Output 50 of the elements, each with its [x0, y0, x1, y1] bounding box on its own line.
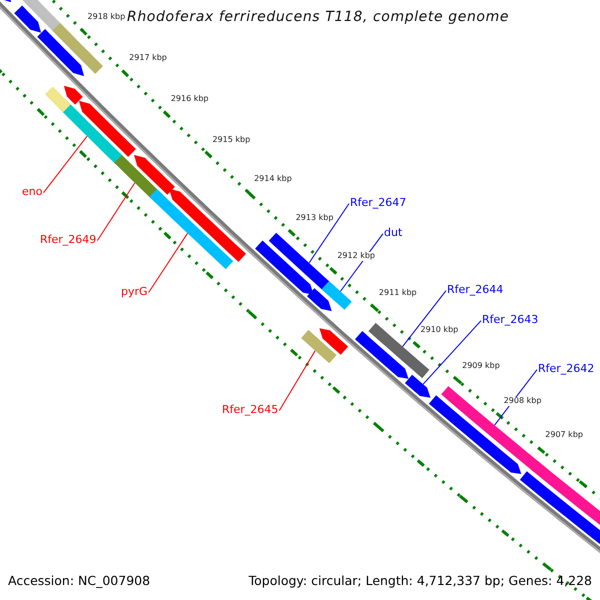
leader-line [340, 233, 384, 292]
gene-segment [255, 240, 314, 295]
footer-text: Topology: circular; Length: 4,712,337 bp; Genes: 4,228 [248, 574, 592, 588]
scale-label: 2911 kbp [378, 289, 418, 298]
gene-segment [428, 395, 522, 474]
leader-line [96, 182, 136, 242]
scale-label: 2918 kbp [86, 12, 126, 22]
leader-line [402, 290, 446, 348]
scale-label: 2917 kbp [128, 54, 168, 64]
gene-label: Rfer_2643 [482, 314, 538, 326]
leader-line [42, 136, 88, 194]
scale-label: 2909 kbp [461, 362, 501, 370]
gene-segment [404, 374, 430, 398]
gene-label: Rfer_2647 [350, 197, 406, 210]
gene-segment [14, 6, 42, 33]
gene-segment [319, 328, 348, 355]
scale-label: 2914 kbp [253, 175, 293, 184]
scale-label: 2912 kbp [336, 252, 376, 261]
gene-label: Rfer_2642 [538, 363, 594, 376]
leader-line [148, 232, 188, 294]
gene-segment [322, 281, 352, 310]
leader-line [308, 203, 350, 264]
gene-label: pyrG [121, 286, 148, 298]
scale-label: 2915 kbp [211, 136, 252, 144]
gene-segment [169, 188, 246, 262]
gene-segment [355, 331, 408, 379]
gene-segment [134, 154, 175, 195]
scale-label: 2910 kbp [420, 326, 460, 335]
gene-label: eno [22, 186, 42, 198]
gene-label: dut [384, 227, 402, 240]
gene-label: Rfer_2649 [40, 234, 96, 246]
gene-segment [307, 288, 332, 312]
gene-segment [44, 86, 71, 112]
gene-label: Rfer_2644 [447, 284, 504, 296]
leader-line [422, 320, 482, 385]
gene-label: Rfer_2645 [222, 404, 278, 416]
scale-label: 2908 kbp [502, 396, 542, 406]
scale-label: 2916 kbp [170, 95, 210, 104]
scale-label: 2913 kbp [294, 214, 334, 223]
gene-segment [78, 100, 136, 157]
gene-segment [37, 29, 84, 76]
scale-label: 2907 kbp [544, 431, 584, 440]
gene-segment [149, 189, 234, 270]
gene-segment [64, 86, 83, 105]
gene-segment [301, 330, 337, 364]
gene-segment [52, 23, 103, 74]
footer-text: Accession: NC_007908 [8, 574, 150, 588]
title: Rhodoferax ferrireducens T118, complete genome [127, 10, 510, 26]
leader-line [278, 350, 316, 412]
leader-line [494, 369, 538, 426]
